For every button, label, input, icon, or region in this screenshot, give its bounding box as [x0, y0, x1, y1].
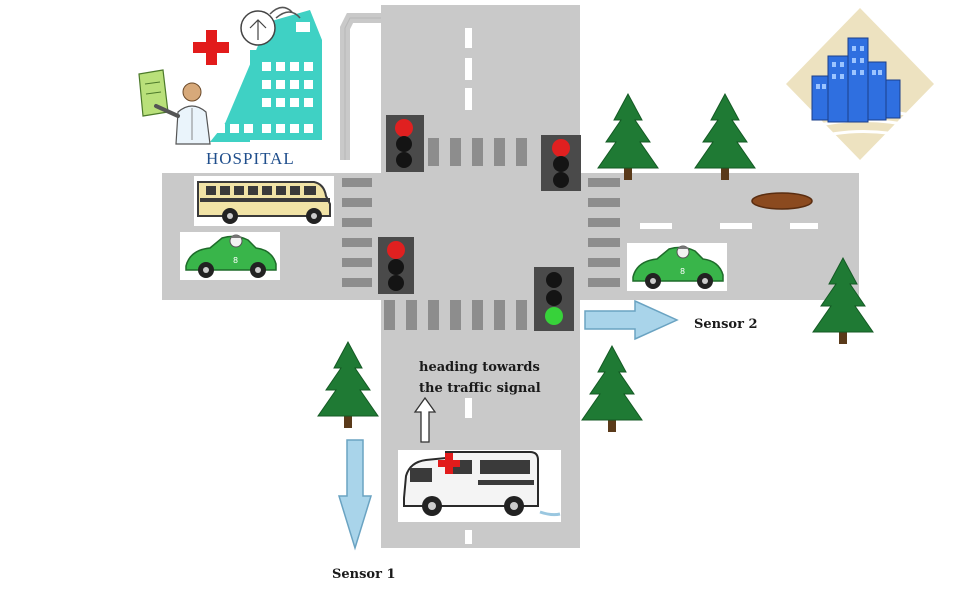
traffic-signal-south-left: [378, 237, 414, 294]
sensor-1-arrow: [337, 439, 373, 551]
sensor-1-label: Sensor 1: [332, 567, 396, 582]
pine-tree-icon: [694, 93, 756, 181]
pothole-icon: [751, 192, 813, 210]
pine-tree-icon: [317, 341, 379, 429]
traffic-signal-north-left: [386, 115, 424, 172]
road-to-hospital: [340, 13, 381, 160]
doctor-icon: [138, 69, 211, 145]
crosswalk-east: [588, 178, 620, 287]
ambulance-icon: [398, 450, 561, 522]
crosswalk-west: [342, 178, 372, 287]
crosswalk-north: [428, 138, 527, 166]
hospital-building-icon: HOSPITAL: [206, 6, 322, 168]
traffic-signal-south-right: [534, 267, 574, 331]
red-cross-icon: [193, 30, 229, 65]
traffic-signal-north-right: [541, 135, 581, 191]
car-icon-west: [179, 231, 281, 281]
school-bus-icon: [194, 176, 334, 226]
heading-label-line1: heading towards: [419, 360, 540, 375]
pine-tree-icon: [581, 345, 643, 433]
crosswalk-south: [384, 300, 527, 330]
heading-arrow-icon: [413, 396, 437, 443]
office-building-icon: [786, 8, 934, 160]
car-icon-east: [626, 242, 728, 292]
pine-tree-icon: [597, 93, 659, 181]
hospital-label: HOSPITAL: [206, 149, 295, 168]
sensor-2-arrow: [584, 299, 679, 341]
heading-label-line2: the traffic signal: [419, 381, 541, 396]
sensor-2-label: Sensor 2: [694, 317, 758, 332]
